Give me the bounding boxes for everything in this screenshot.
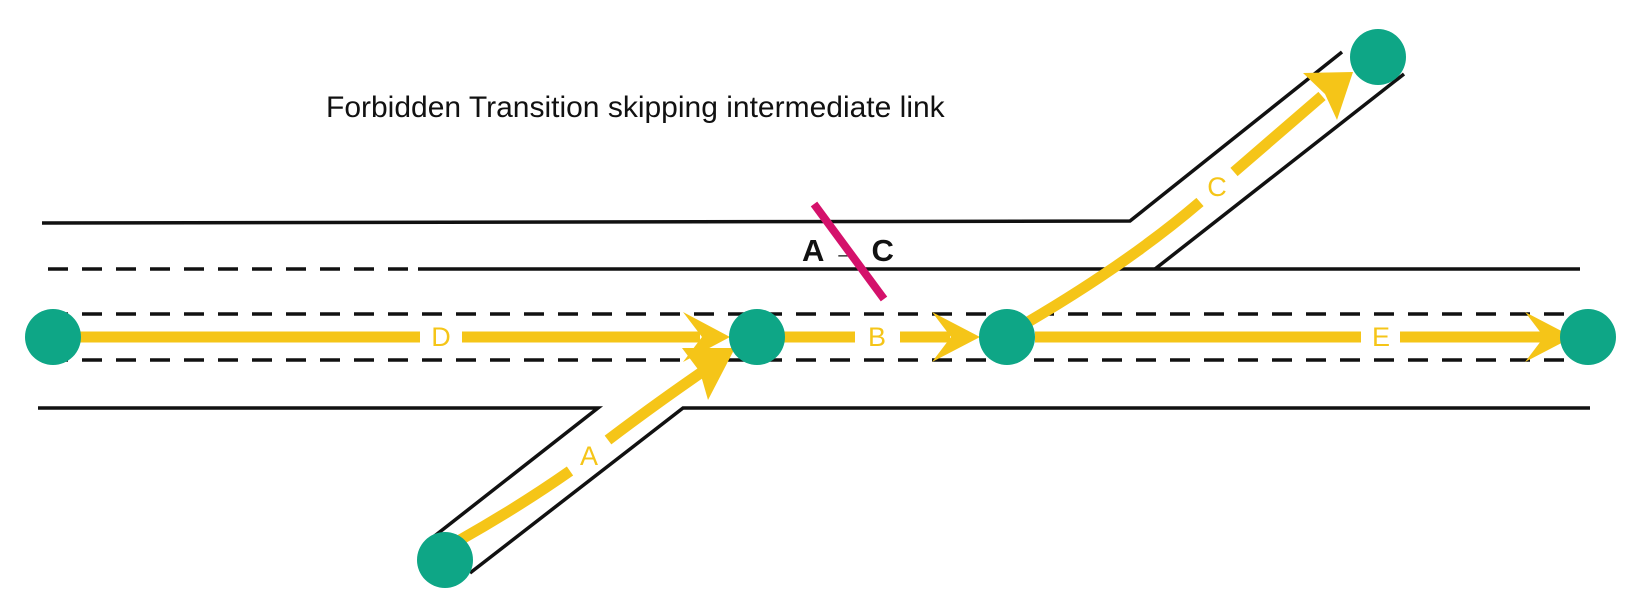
link-b-label: B — [868, 322, 886, 352]
link-e-label: E — [1372, 322, 1390, 352]
link-a-line — [604, 367, 706, 445]
forbidden-transition-annotation: A → C — [802, 201, 894, 302]
lane-dashes — [48, 267, 1580, 362]
road-edges — [38, 50, 1590, 575]
link-a-label: A — [580, 441, 598, 471]
ramp-c-lower-edge — [1153, 72, 1406, 271]
diagram-title: Forbidden Transition skipping intermedia… — [326, 91, 946, 124]
link-c-line — [1230, 91, 1326, 177]
link-d-label: D — [431, 322, 451, 352]
node-west — [25, 309, 81, 365]
links-layer: D A B C E — [78, 72, 1573, 545]
link-a-line — [457, 466, 574, 545]
link-a-arrowhead — [682, 348, 735, 400]
link-c-line — [1025, 197, 1204, 327]
node-diverge — [979, 309, 1035, 365]
node-ramp-a-start — [417, 532, 473, 588]
link-b-arrowhead — [932, 312, 980, 362]
link-c-arrowhead — [1303, 72, 1353, 120]
node-ramp-c-end — [1350, 29, 1406, 85]
link-c-label: C — [1207, 172, 1227, 202]
forbidden-strike-mark — [810, 201, 888, 302]
ramp-a-left-edge — [38, 406, 604, 540]
nodes-layer — [25, 29, 1616, 588]
node-east — [1560, 309, 1616, 365]
road-bottom-edge — [468, 406, 1590, 575]
link-e-arrowhead — [1525, 312, 1573, 362]
node-merge — [729, 309, 785, 365]
road-top-edge — [41, 50, 1344, 225]
